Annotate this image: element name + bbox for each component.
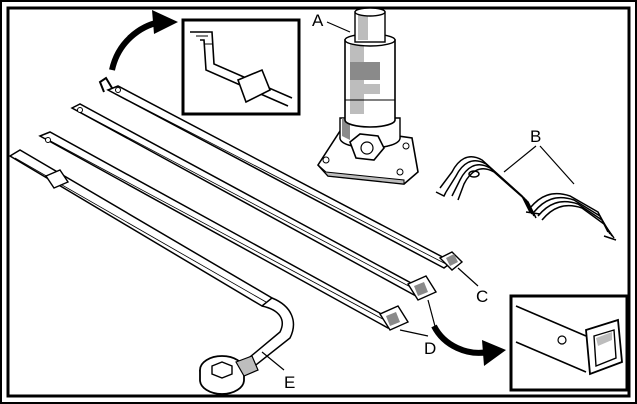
leader-b-1 <box>503 145 537 173</box>
label-c: C <box>476 287 488 306</box>
jack <box>316 7 419 185</box>
arrow-to-socket-detail <box>431 324 489 356</box>
arrow-head-1 <box>152 10 178 34</box>
arrow-head-2 <box>482 340 506 366</box>
leader-d-2 <box>399 329 429 337</box>
jack-handle-rod-2 <box>38 131 410 331</box>
detail-socket-inset <box>509 294 629 392</box>
inner-frame <box>6 6 631 398</box>
leader-e <box>261 351 285 371</box>
label-e: E <box>284 373 295 392</box>
detail-hook-inset <box>181 18 301 116</box>
leader-c <box>457 267 479 287</box>
leader-d-1 <box>427 299 437 331</box>
jack-handle-extension <box>98 76 464 271</box>
wheel-wrench <box>8 149 295 395</box>
jack-handle-rod-1 <box>70 103 438 301</box>
retaining-brackets <box>435 156 617 241</box>
label-d: D <box>424 339 436 358</box>
leader-a <box>326 21 351 33</box>
leader-b-2 <box>539 145 575 185</box>
label-a: A <box>312 11 324 30</box>
label-b: B <box>530 127 541 146</box>
